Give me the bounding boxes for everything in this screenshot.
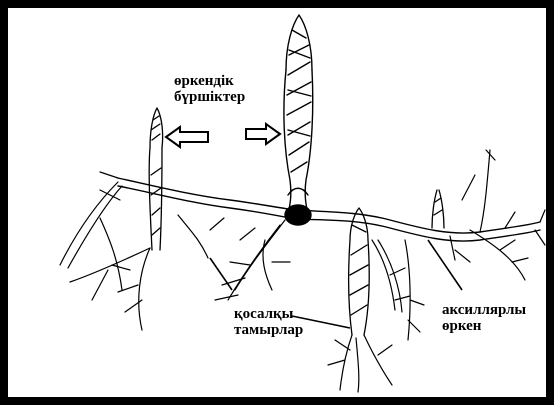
label-axillary-shoot: аксиллярлы өркен	[442, 302, 526, 334]
label-adventitious-roots: қосалқы тамырлар	[234, 306, 303, 338]
label-adventitious-line2: тамырлар	[234, 322, 303, 338]
frame-border	[4, 4, 550, 401]
label-adventitious-line1: қосалқы	[234, 306, 303, 322]
label-shoot-buds-line2: бүршіктер	[174, 89, 245, 105]
label-shoot-buds: өркендік бүршіктер	[174, 73, 245, 105]
label-axillary-line1: аксиллярлы	[442, 302, 526, 318]
label-axillary-line2: өркен	[442, 318, 526, 334]
label-shoot-buds-line1: өркендік	[174, 73, 245, 89]
